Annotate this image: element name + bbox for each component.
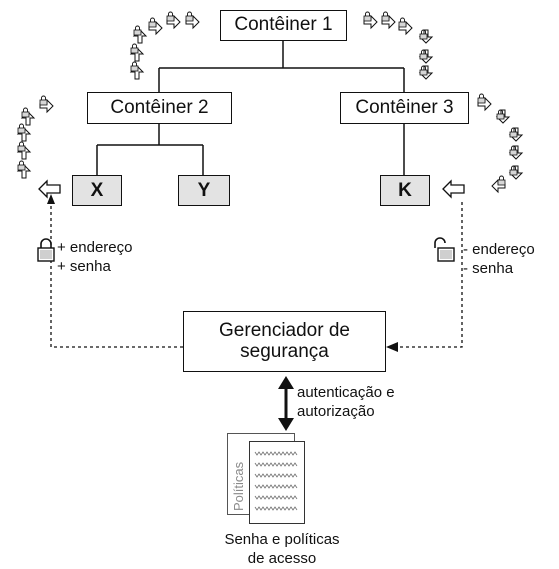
leaf-y-label: Y [197,179,211,201]
locked-packet-icon [132,25,148,44]
locked-packet-icon [20,107,36,126]
policy-caption-line2: de acesso [247,550,317,567]
locked-packet-icon [508,145,524,160]
leaf-k: K [380,175,430,206]
locked-packet-icon [418,49,434,64]
locked-packet-icon [491,175,506,194]
container-3-label: Contêiner 3 [355,96,454,118]
locked-packet-icon [381,11,396,30]
locked-packet-icon [477,93,492,112]
container-1-label: Contêiner 1 [234,14,333,36]
container-1: Contêiner 1 [220,10,347,41]
locked-packet-icon [39,95,54,114]
right-port-arrow-icon [442,179,465,199]
security-manager-line1: Gerenciador de [219,319,350,341]
left-password-label: + senha [57,258,111,275]
locked-packet-icon [508,165,524,180]
auth-label-line2: autorização [297,403,375,420]
padlock-open-icon [434,237,455,262]
locked-packet-icon [148,17,163,36]
locked-packet-icon [16,141,32,160]
locked-packet-icon [418,65,434,80]
locked-packet-icon [129,61,145,80]
locked-packet-icon [129,43,145,62]
locked-packet-icon [363,11,378,30]
right-password-label: - senha [463,260,514,277]
locked-packet-icon [16,160,32,179]
container-2-label: Contêiner 2 [110,96,209,118]
locked-packet-icon [508,127,524,142]
auth-label-line1: autenticação e [297,384,395,401]
policy-document-icon: Políticas [227,433,307,525]
security-manager: Gerenciador de segurança [183,311,386,372]
security-manager-line2: segurança [240,340,329,362]
locked-packet-icon [16,123,32,142]
locked-packet-icon [166,11,181,30]
leaf-x-label: X [90,179,104,201]
leaf-x: X [72,175,122,206]
policy-side-label: Políticas [231,461,246,511]
locked-packet-icon [418,29,434,44]
left-address-label: + endereço [57,239,133,256]
padlock-closed-icon [37,238,55,262]
container-3: Contêiner 3 [340,92,469,124]
leaf-k-label: K [398,179,412,201]
policy-caption: Senha e políticas de acesso [199,530,365,568]
right-address-label: - endereço [463,241,535,258]
left-port-arrow-icon [38,179,61,199]
locked-packet-icon [495,109,511,124]
policy-wavy-lines [254,451,298,511]
policy-caption-line1: Senha e políticas [224,531,340,548]
locked-packet-icon [185,11,200,30]
policy-front-page [249,441,305,524]
leaf-y: Y [178,175,230,206]
container-2: Contêiner 2 [87,92,232,124]
locked-packet-icon [398,17,413,36]
